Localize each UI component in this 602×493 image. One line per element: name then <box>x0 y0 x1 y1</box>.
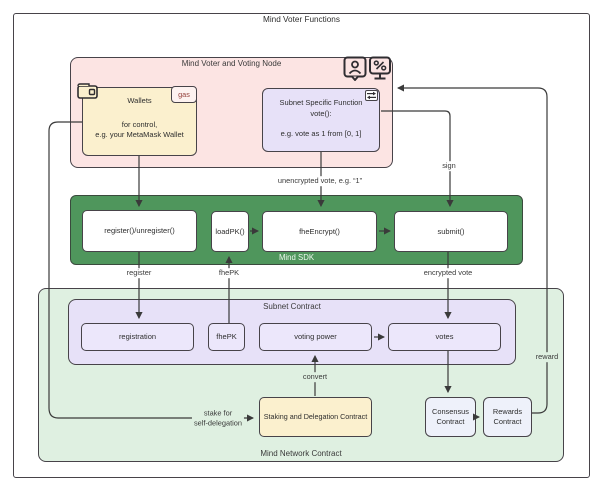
wallets-desc-1: for control, <box>121 119 158 129</box>
edge-label-stake-line1: stake for <box>203 408 233 418</box>
subnet-function-line1: Subnet Specific Function <box>279 98 363 107</box>
sdk-fheencrypt-node: fheEncrypt() <box>262 211 377 252</box>
subnet-function-line3: e.g. vote as 1 from [0, 1] <box>280 129 362 138</box>
voter-node-label: Mind Voter and Voting Node <box>181 59 282 68</box>
edge-label-encrypted-vote: encrypted vote <box>421 268 475 278</box>
sdk-loadpk-node: loadPK() <box>211 211 249 252</box>
wallet-icon <box>77 83 98 99</box>
rewards-contract-node: Rewards Contract <box>483 397 532 437</box>
voting-monitor-icon <box>368 56 392 82</box>
edge-label-unencrypted-vote: unencrypted vote, e.g. “1” <box>275 176 365 186</box>
edge-label-fhepk: fhePK <box>216 268 242 278</box>
edge-label-sign: sign <box>440 161 458 171</box>
voting-power-node: voting power <box>259 323 372 351</box>
subnet-function-node: Subnet Specific Function vote(): e.g. vo… <box>262 88 380 152</box>
edge-label-convert: convert <box>300 372 330 382</box>
votes-node: votes <box>388 323 501 351</box>
subnet-function-line2: vote(): <box>310 108 332 118</box>
wallets-desc-2: e.g. your MetaMask Wallet <box>95 130 184 139</box>
subnet-contract-label: Subnet Contract <box>263 302 321 311</box>
network-contract-label: Mind Network Contract <box>260 449 342 458</box>
gas-badge-label: gas <box>178 90 190 99</box>
edge-label-stake: stake for self-delegation <box>191 408 245 428</box>
sdk-submit-node: submit() <box>394 211 508 252</box>
registration-node: registration <box>81 323 194 351</box>
edge-label-register: register <box>124 268 154 278</box>
person-bubble-icon <box>343 56 367 82</box>
swap-arrows-icon <box>365 90 378 101</box>
diagram-title: Mind Voter Functions <box>263 15 340 24</box>
sdk-register-node: register()/unregister() <box>82 210 197 252</box>
fhepk-node: fhePK <box>208 323 245 351</box>
wallets-title: Wallets <box>127 96 152 105</box>
consensus-contract-node: Consensus Contract <box>425 397 476 437</box>
mind-sdk-label: Mind SDK <box>278 253 315 262</box>
gas-badge: gas <box>171 86 197 103</box>
edge-label-stake-line2: self-delegation <box>193 418 243 427</box>
staking-delegation-node: Staking and Delegation Contract <box>259 397 372 437</box>
edge-label-reward: reward <box>533 352 561 362</box>
